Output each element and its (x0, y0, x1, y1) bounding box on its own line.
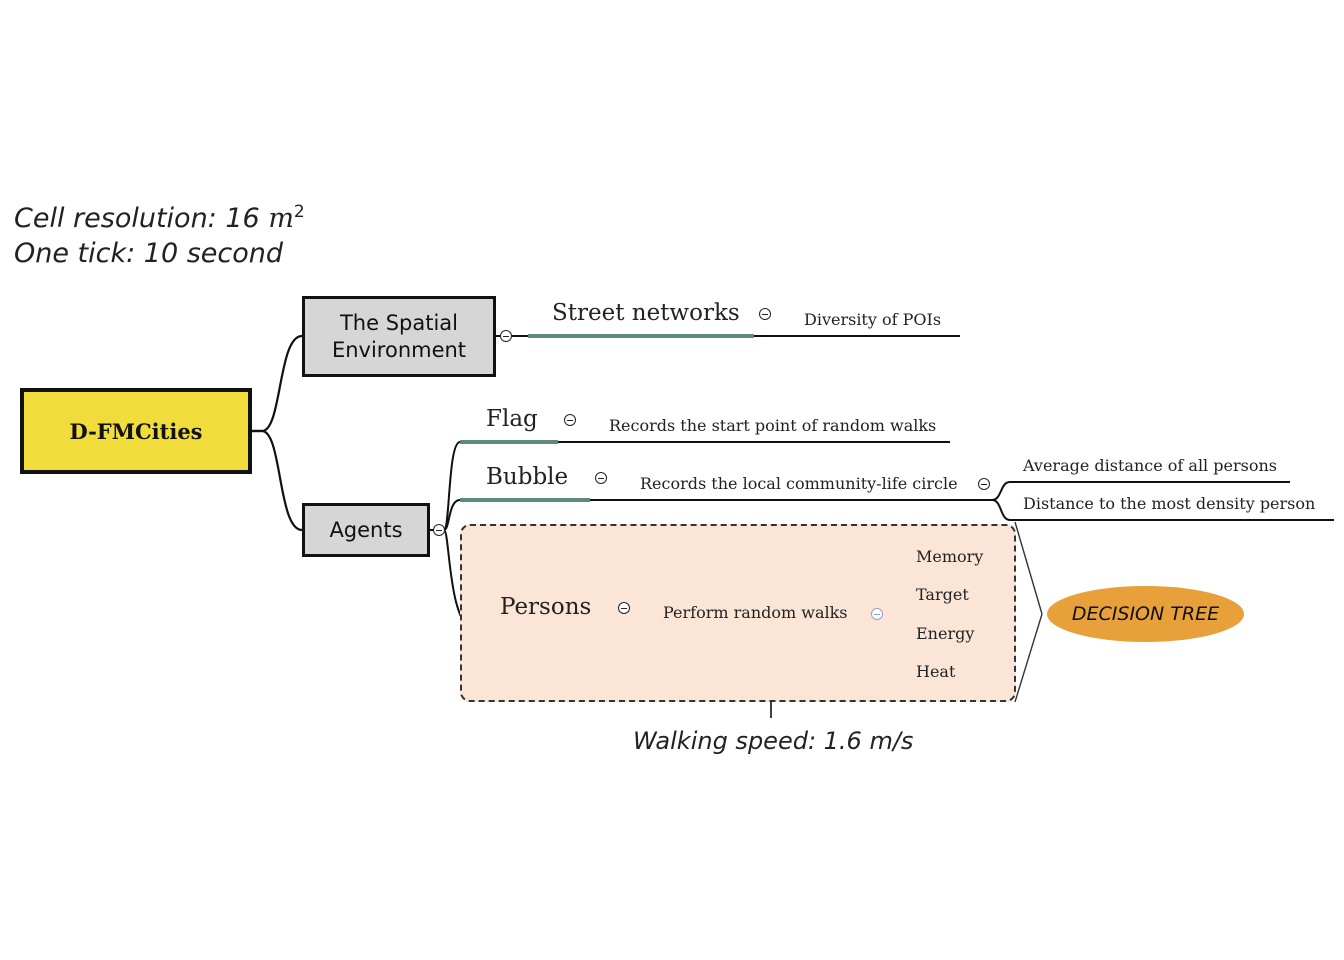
persons-sub-item: Target (916, 585, 969, 604)
bubble-sub-item: Distance to the most density person (1023, 494, 1316, 513)
root-label: D-FMCities (69, 418, 203, 444)
spatial-label-line1: The Spatial (339, 310, 459, 335)
bubble-leaf: Records the local community-life circle (640, 474, 958, 493)
bubble-node[interactable]: Bubble (486, 464, 569, 490)
flag-leaf: Records the start point of random walks (609, 416, 937, 435)
persons-sub-item: Energy (916, 624, 975, 643)
walking-speed-note: Walking speed: 1.6 m/s (633, 727, 914, 755)
spatial-collapse-icon[interactable] (500, 330, 512, 342)
decision-tree-label: DECISION TREE (1071, 603, 1220, 625)
tick-note: One tick: 10 second (14, 238, 284, 269)
persons-panel (460, 524, 1016, 702)
persons-sub-item: Memory (916, 547, 984, 566)
bubble-leaf-collapse-icon[interactable] (978, 478, 990, 490)
flag-node[interactable]: Flag (486, 406, 538, 432)
street-networks-node[interactable]: Street networks (552, 300, 740, 326)
spatial-label-line2: Environment (331, 337, 467, 362)
spatial-environment-node[interactable]: The Spatial Environment (302, 296, 496, 377)
persons-node[interactable]: Persons (500, 594, 592, 620)
persons-sub-item: Heat (916, 662, 956, 681)
persons-leaf: Perform random walks (663, 603, 848, 622)
persons-leaf-collapse-icon[interactable] (871, 608, 883, 620)
agents-label: Agents (329, 517, 403, 542)
flag-collapse-icon[interactable] (564, 414, 576, 426)
cell-resolution-text: Cell resolution: 16 (14, 203, 260, 234)
street-collapse-icon[interactable] (759, 308, 771, 320)
cell-resolution-note: Cell resolution: 16 m2 (14, 202, 305, 234)
decision-tree-node[interactable]: DECISION TREE (1047, 586, 1244, 642)
agents-node[interactable]: Agents (302, 503, 430, 557)
bubble-sub-item: Average distance of all persons (1023, 456, 1277, 475)
cell-resolution-unit: m (268, 203, 294, 234)
agents-collapse-icon[interactable] (433, 524, 445, 536)
bubble-collapse-icon[interactable] (595, 472, 607, 484)
diversity-pois-leaf: Diversity of POIs (804, 310, 942, 329)
cell-resolution-exponent: 2 (293, 202, 305, 222)
persons-collapse-icon[interactable] (618, 602, 630, 614)
root-node[interactable]: D-FMCities (20, 388, 252, 474)
